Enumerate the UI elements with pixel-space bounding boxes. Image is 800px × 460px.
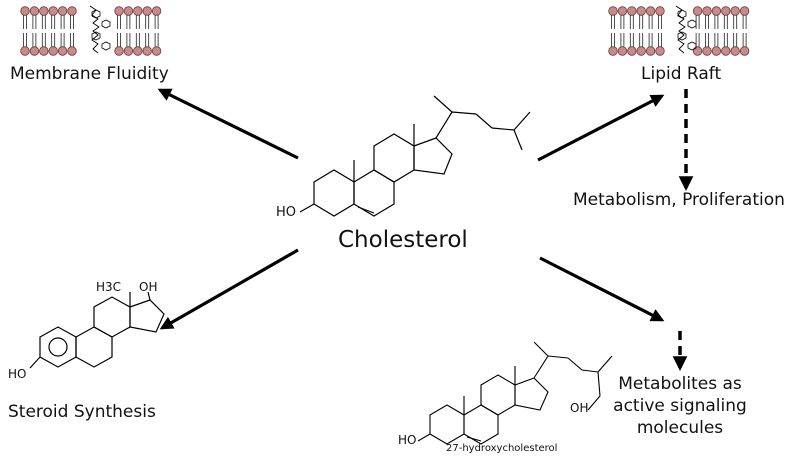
hydroxycholesterol-name-label: 27-hydroxycholesterol — [446, 443, 558, 454]
lipid-head — [636, 46, 646, 56]
lipid-head — [39, 6, 49, 16]
sterol-ring-mark — [91, 31, 101, 41]
lipid-head — [627, 6, 637, 16]
estradiol-methyl-label: H3C — [96, 280, 122, 294]
sterol-ring-mark — [677, 31, 687, 41]
steroid-synthesis-label: Steroid Synthesis — [8, 402, 156, 422]
sterol-ring-mark — [687, 19, 697, 29]
lipid-head — [617, 46, 628, 56]
lipid-head — [133, 6, 143, 16]
lipid-head — [702, 46, 712, 56]
lipid-head — [48, 6, 58, 16]
lipid-head — [655, 46, 665, 56]
lipid-head — [627, 46, 637, 56]
lipid-head — [730, 46, 740, 56]
lipid-head — [151, 6, 162, 16]
lipid-head — [711, 6, 722, 16]
lipid-head — [48, 46, 58, 56]
membrane-fluidity-label: Membrane Fluidity — [10, 64, 169, 84]
lipid-head — [721, 6, 731, 16]
lipid-head — [123, 46, 134, 56]
lipid-head — [29, 46, 40, 56]
hydroxycholesterol-hydroxyl-label: HO — [398, 433, 417, 447]
lipid-head — [57, 6, 68, 16]
lipid-head — [151, 46, 162, 56]
hydroxycholesterol-tail-hydroxyl-label: OH — [570, 401, 589, 415]
lipid-head — [20, 6, 30, 16]
lipid-head — [692, 6, 703, 16]
lipid-head — [114, 6, 124, 16]
sterol-ring-mark — [101, 41, 111, 51]
metabolites-label-line2: active signaling — [613, 396, 747, 416]
lipid-head — [114, 46, 124, 56]
lipid-head — [67, 6, 77, 16]
sterol-ring-mark — [101, 19, 111, 29]
metabolites-label-line1: Metabolites as — [618, 374, 742, 394]
lipid-head — [142, 6, 152, 16]
lipid-head — [636, 6, 646, 16]
arrow-to-steroid-synthesis — [159, 248, 299, 330]
membrane-bilayer-icon — [20, 5, 162, 56]
lipid-head — [655, 6, 665, 16]
metabolism-proliferation-label: Metabolism, Proliferation — [573, 190, 785, 210]
lipid-head — [730, 6, 740, 16]
embedded-cholesterol-icon — [89, 5, 100, 54]
lipid-head — [608, 6, 618, 16]
lipid-head — [739, 6, 750, 16]
arrow-to-lipid-raft — [537, 94, 665, 162]
arrow-to-metabolites — [539, 256, 688, 371]
cholesterol-hydroxyl-label: HO — [276, 205, 297, 220]
lipid-head — [20, 46, 30, 56]
cholesterol-structure-icon — [299, 95, 531, 217]
lipid-head — [739, 46, 750, 56]
lipid-head — [608, 46, 618, 56]
lipid-head — [645, 6, 656, 16]
estradiol-structure-icon — [29, 291, 165, 369]
estradiol-hydroxyl-top-label: OH — [139, 280, 158, 294]
cholesterol-label: Cholesterol — [338, 227, 468, 253]
lipid-head — [123, 6, 134, 16]
lipid-head — [721, 46, 731, 56]
lipid-head — [702, 6, 712, 16]
embedded-cholesterol-icon — [675, 5, 686, 54]
sterol-ring-mark — [91, 9, 101, 19]
lipid-head — [645, 46, 656, 56]
lipid-head — [29, 6, 40, 16]
lipid-head — [692, 46, 703, 56]
lipid-raft-label: Lipid Raft — [641, 64, 722, 84]
lipid-head — [39, 46, 49, 56]
lipid-head — [133, 46, 143, 56]
lipid-head — [711, 46, 722, 56]
estradiol-hydroxyl-label: HO — [8, 367, 27, 381]
lipid-head — [57, 46, 68, 56]
arrow-to-membrane-fluidity — [157, 88, 299, 160]
metabolites-label-line3: molecules — [636, 418, 724, 438]
lipid-head — [142, 46, 152, 56]
hydroxycholesterol-structure-icon — [417, 341, 613, 445]
lipid-head — [67, 46, 77, 56]
membrane-bilayer-icon — [608, 5, 750, 56]
sterol-ring-mark — [677, 9, 687, 19]
lipid-head — [617, 6, 628, 16]
sterol-ring-mark — [687, 41, 697, 51]
